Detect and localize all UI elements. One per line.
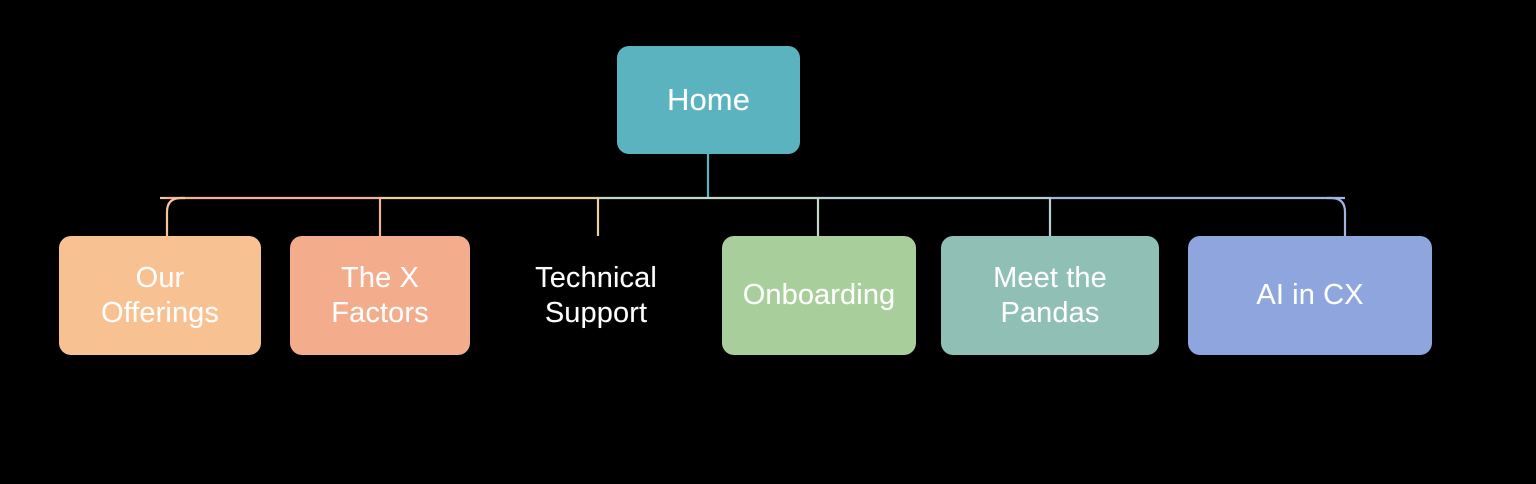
node-onboarding[interactable]: Onboarding (722, 236, 916, 355)
node-label-meet-the-pandas: Meet the Pandas (993, 262, 1107, 329)
node-the-x-factors[interactable]: The X Factors (290, 236, 470, 355)
node-label-ai-in-cx: AI in CX (1256, 279, 1364, 312)
node-our-offerings[interactable]: Our Offerings (59, 236, 261, 355)
node-ai-in-cx[interactable]: AI in CX (1188, 236, 1432, 355)
node-technical-support[interactable]: Technical Support (498, 236, 694, 355)
node-label-technical-support: Technical Support (535, 262, 657, 329)
node-label-home: Home (666, 81, 751, 117)
connector-drop-our-offerings (165, 196, 185, 236)
node-label-onboarding: Onboarding (742, 279, 896, 312)
node-home[interactable]: Home (617, 46, 800, 154)
connector-drop-ai-in-cx (1327, 196, 1347, 236)
node-label-the-x-factors: The X Factors (331, 262, 429, 329)
node-label-our-offerings: Our Offerings (100, 262, 220, 329)
node-meet-the-pandas[interactable]: Meet the Pandas (941, 236, 1159, 355)
